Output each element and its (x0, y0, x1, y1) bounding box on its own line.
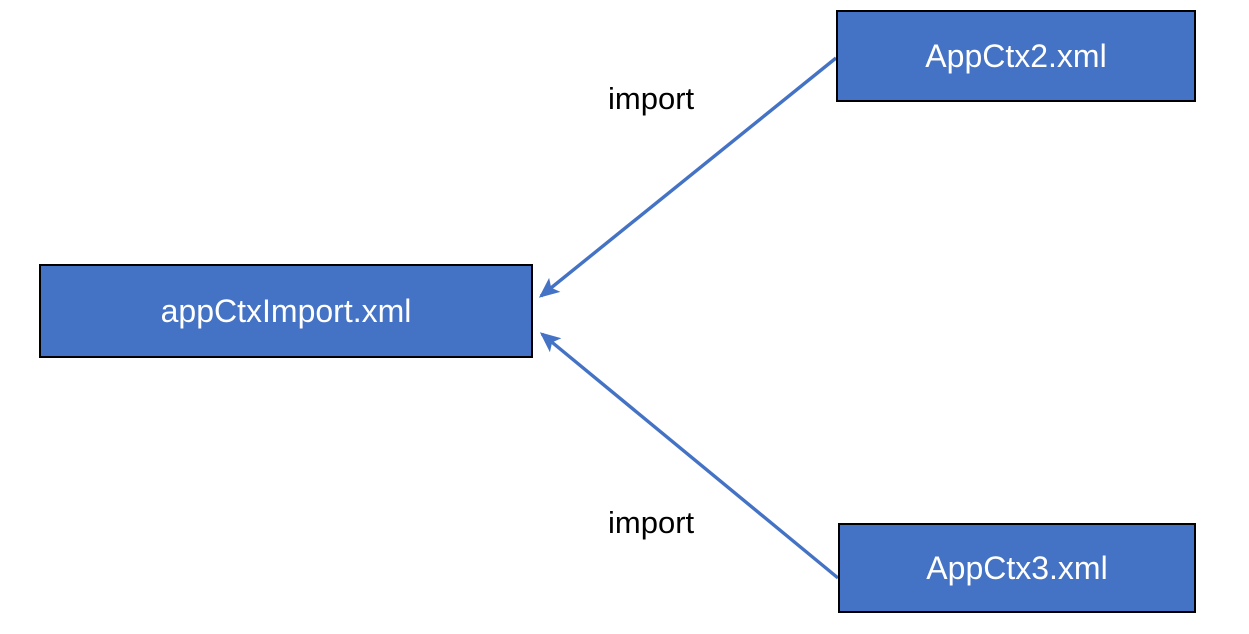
edge-appctx3-to-appctximport (539, 332, 840, 580)
node-appctx2-xml[interactable]: AppCtx2.xml (836, 10, 1196, 102)
node-label: AppCtx3.xml (926, 550, 1108, 586)
edge-label-import-bottom: import (608, 505, 695, 540)
node-appctx3-xml[interactable]: AppCtx3.xml (838, 523, 1196, 613)
node-label: appCtxImport.xml (160, 293, 412, 329)
node-label: AppCtx2.xml (925, 38, 1107, 74)
node-appctximport-xml[interactable]: appCtxImport.xml (39, 264, 533, 358)
edge-label-import-top: import (608, 81, 695, 116)
